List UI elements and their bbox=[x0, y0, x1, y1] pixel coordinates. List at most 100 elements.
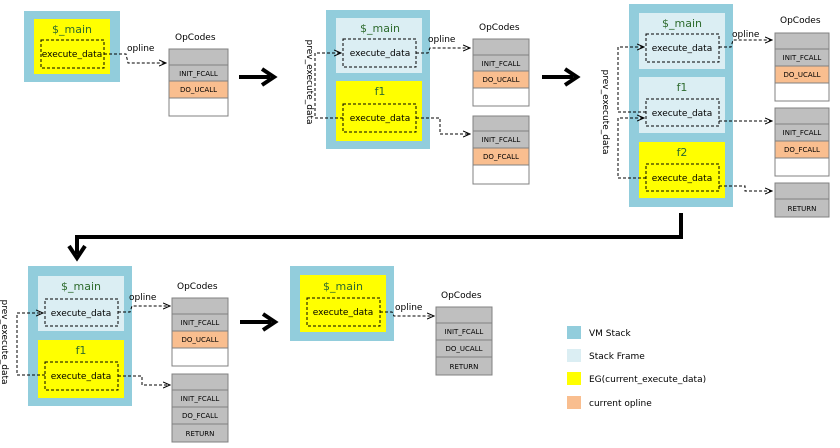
opcode-list: INIT_FCALL DO_FCALL bbox=[472, 115, 530, 185]
opline-label: opline bbox=[732, 30, 760, 40]
wrap-arrow bbox=[67, 213, 683, 262]
opcodes-title: OpCodes bbox=[780, 16, 821, 26]
opcode-row bbox=[168, 97, 229, 117]
opcode-list: RETURN bbox=[774, 182, 830, 218]
opcode-row bbox=[774, 107, 830, 125]
execute-data-label: execute_data bbox=[51, 372, 111, 382]
legend-label-vm-stack: VM Stack bbox=[589, 329, 631, 339]
opcode-label: DO_FCALL bbox=[483, 153, 519, 161]
opcode-list: INIT_FCALL DO_UCALL bbox=[472, 38, 530, 107]
opline-arrow bbox=[118, 306, 170, 313]
opcode-row bbox=[171, 297, 229, 315]
execute-data-label: execute_data bbox=[652, 174, 712, 184]
execute-data-box bbox=[40, 39, 105, 69]
opcode-label: DO_UCALL bbox=[784, 71, 821, 79]
legend-label-eg-current: EG(current_execute_data) bbox=[589, 375, 706, 385]
execute-data-box bbox=[342, 38, 417, 68]
opcodes-title: OpCodes bbox=[177, 282, 218, 292]
frame-label-f1: f1 bbox=[677, 81, 688, 94]
execute-data-label: execute_data bbox=[652, 44, 712, 54]
frame-label-f1: f1 bbox=[375, 85, 386, 98]
legend-swatch-stack-frame bbox=[567, 349, 581, 362]
prev-execute-data-label: prev_execute_data bbox=[0, 299, 9, 384]
legend-swatch-current-opline bbox=[567, 396, 581, 409]
opcode-list: INIT_FCALL DO_UCALL bbox=[774, 32, 830, 102]
opcode-row bbox=[171, 423, 229, 443]
opcode-label: INIT_FCALL bbox=[482, 60, 521, 68]
opcode-label: RETURN bbox=[788, 205, 817, 213]
state-1: $_main execute_data opline OpCodes INIT_… bbox=[24, 11, 229, 117]
opline-label: opline bbox=[428, 35, 456, 45]
opcode-row bbox=[774, 32, 830, 50]
opcodes-title: OpCodes bbox=[175, 33, 216, 43]
opcode-row bbox=[774, 198, 830, 218]
opcode-row bbox=[774, 182, 830, 200]
opcode-row bbox=[435, 356, 493, 376]
opline-arrow bbox=[416, 48, 470, 54]
opcode-label: DO_FCALL bbox=[182, 412, 218, 420]
transition-arrow bbox=[239, 67, 278, 87]
legend-swatch-eg-current bbox=[567, 372, 581, 385]
opcode-row bbox=[774, 157, 830, 177]
opcode-list: INIT_FCALL DO_UCALL RETURN bbox=[435, 306, 493, 376]
opcode-label: INIT_FCALL bbox=[482, 136, 521, 144]
legend: VM Stack Stack Frame EG(current_execute_… bbox=[567, 326, 706, 409]
opline-arrow bbox=[380, 311, 434, 316]
opcode-label: INIT_FCALL bbox=[179, 70, 218, 78]
state-4: $_main execute_data f1 execute_data prev… bbox=[0, 266, 229, 443]
opcode-label: INIT_FCALL bbox=[181, 319, 220, 327]
opcode-list: INIT_FCALL DO_FCALL RETURN bbox=[171, 373, 229, 443]
opcode-row bbox=[774, 82, 830, 102]
opcode-label: RETURN bbox=[450, 363, 479, 371]
opcode-label: DO_UCALL bbox=[180, 86, 217, 94]
execute-data-label: execute_data bbox=[350, 114, 410, 124]
opcodes-title: OpCodes bbox=[441, 291, 482, 301]
prev-execute-data-label: prev_execute_data bbox=[304, 39, 314, 124]
opcodes-title: OpCodes bbox=[479, 23, 520, 33]
opline-label: opline bbox=[395, 303, 423, 313]
execute-data-label: execute_data bbox=[313, 308, 373, 318]
execute-data-box bbox=[44, 298, 119, 327]
frame-label-main: $_main bbox=[61, 280, 101, 293]
opcode-label: DO_UCALL bbox=[446, 345, 483, 353]
frame-label-main: $_main bbox=[662, 17, 702, 30]
opcode-label: RETURN bbox=[186, 430, 215, 438]
state-2: $_main execute_data f1 execute_data prev… bbox=[304, 10, 530, 185]
execute-data-label: execute_data bbox=[42, 50, 102, 60]
execute-data-box bbox=[306, 297, 381, 327]
state-5: $_main execute_data opline OpCodes INIT_… bbox=[290, 266, 493, 376]
frame-label-f1: f1 bbox=[76, 344, 87, 357]
frame-label-f2: f2 bbox=[677, 146, 688, 159]
opcode-row bbox=[472, 115, 530, 132]
transition-arrow bbox=[240, 312, 279, 332]
opcode-row bbox=[472, 87, 530, 107]
opcode-list: INIT_FCALL DO_UCALL bbox=[171, 297, 229, 367]
execute-data-box bbox=[645, 163, 720, 192]
prev-execute-data-arrow bbox=[314, 53, 343, 119]
prev-execute-data-arrow bbox=[617, 47, 646, 113]
opcode-row bbox=[472, 164, 530, 185]
legend-swatch-vm-stack bbox=[567, 326, 581, 339]
state-3: $_main execute_data f1 execute_data f2 e… bbox=[600, 4, 830, 218]
opcode-label: INIT_FCALL bbox=[783, 129, 822, 137]
opline-label: opline bbox=[129, 293, 157, 303]
opcode-label: INIT_FCALL bbox=[783, 54, 822, 62]
execute-data-label: execute_data bbox=[652, 109, 712, 119]
opline-arrow bbox=[719, 40, 772, 48]
frame-label-main: $_main bbox=[323, 280, 363, 293]
prev-execute-data-label: prev_execute_data bbox=[600, 69, 610, 154]
opcode-row bbox=[171, 347, 229, 367]
legend-label-stack-frame: Stack Frame bbox=[589, 352, 645, 362]
legend-label-current-opline: current opline bbox=[589, 399, 652, 409]
opcode-row bbox=[435, 306, 493, 324]
opcode-list: INIT_FCALL DO_UCALL bbox=[168, 48, 229, 117]
execute-data-box bbox=[645, 98, 720, 127]
opcode-label: DO_UCALL bbox=[483, 76, 520, 84]
opline-arrow bbox=[104, 53, 166, 63]
frame-label-main: $_main bbox=[360, 22, 400, 35]
frame-label-main: $_main bbox=[52, 23, 92, 36]
execute-data-box bbox=[645, 33, 720, 63]
prev-execute-data-arrow bbox=[617, 118, 646, 179]
opcode-row bbox=[472, 38, 530, 56]
opcode-label: DO_FCALL bbox=[784, 146, 820, 154]
